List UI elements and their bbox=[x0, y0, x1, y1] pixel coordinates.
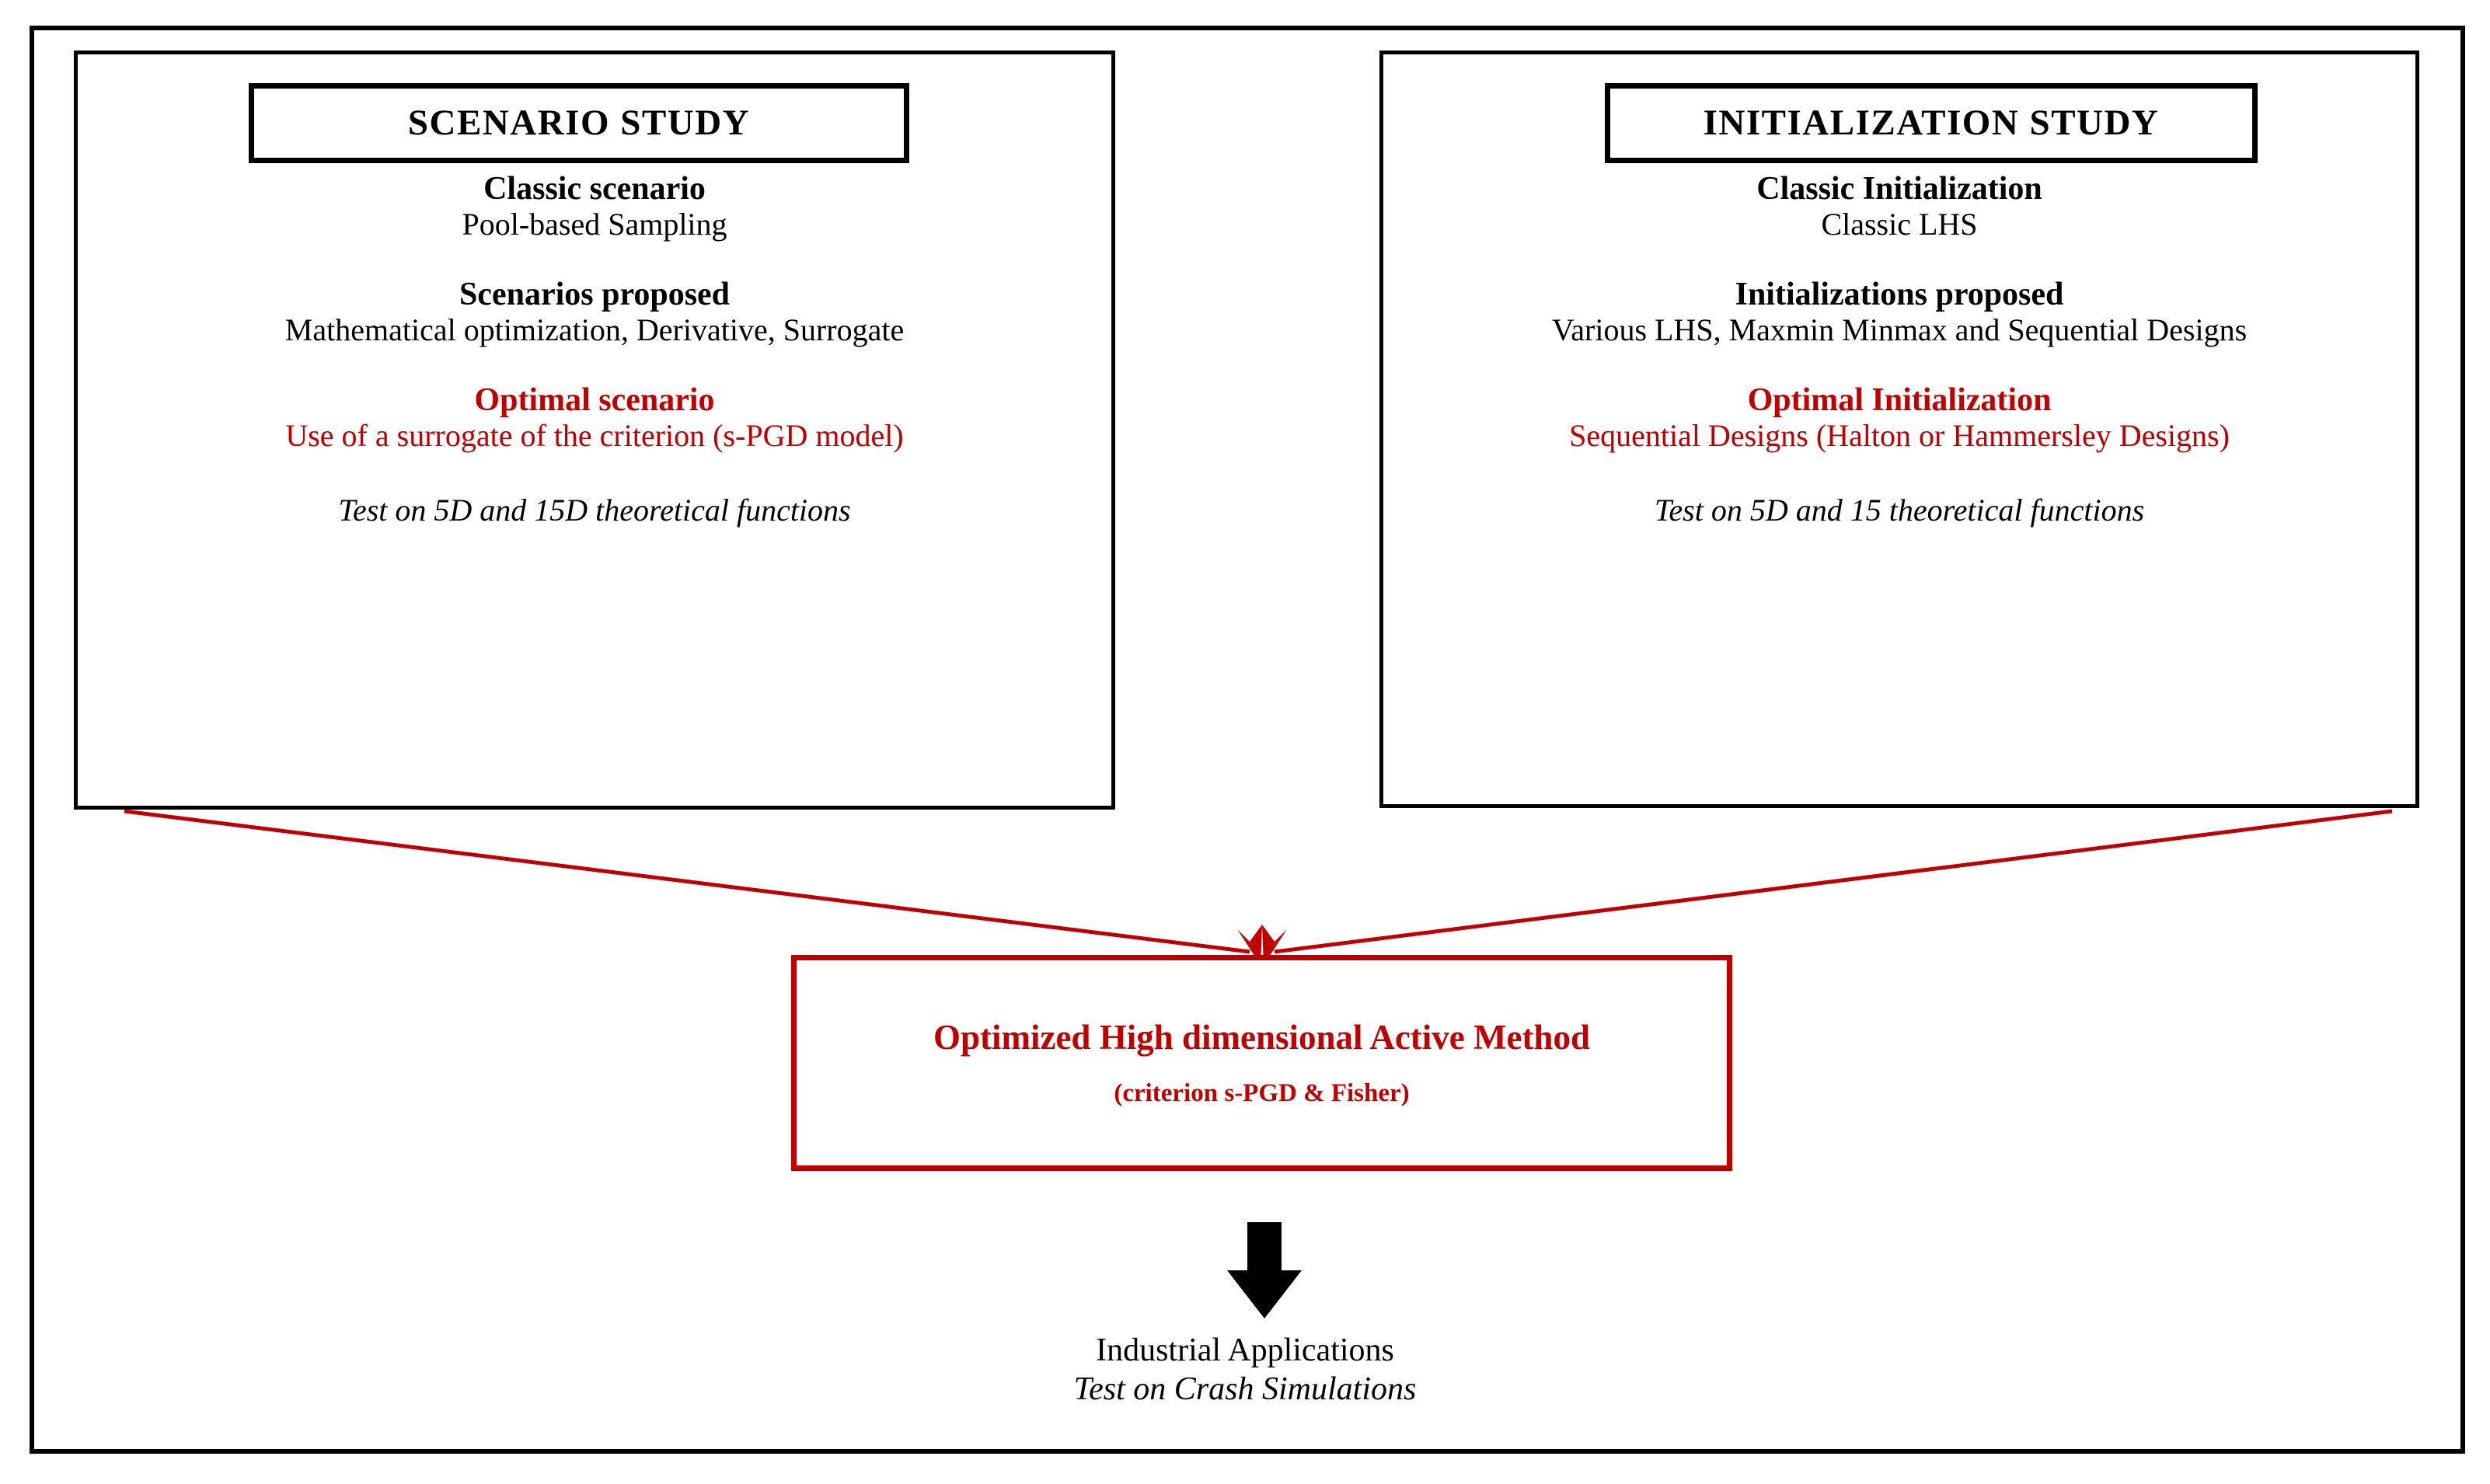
block-detail: Sequential Designs (Halton or Hammersley… bbox=[1569, 417, 2230, 453]
block-heading: Optimal scenario bbox=[474, 381, 715, 418]
block-classic-scenario: Classic scenario Pool-based Sampling bbox=[78, 171, 1111, 242]
outer-frame bbox=[30, 26, 2465, 1454]
block-classic-initialization: Classic Initialization Classic LHS bbox=[1383, 171, 2415, 242]
panel-body-initialization-study: Classic Initialization Classic LHS Initi… bbox=[1383, 171, 2415, 528]
block-scenarios-proposed: Scenarios proposed Mathematical optimiza… bbox=[78, 277, 1111, 348]
panel-title-box-scenario-study: SCENARIO STUDY bbox=[249, 83, 909, 163]
panel-title-scenario-study: SCENARIO STUDY bbox=[407, 103, 751, 143]
block-detail: Mathematical optimization, Derivative, S… bbox=[284, 312, 905, 347]
block-optimal-initialization: Optimal Initialization Sequential Design… bbox=[1383, 382, 2415, 454]
block-detail: Classic LHS bbox=[1821, 207, 1978, 242]
block-detail: Use of a surrogate of the criterion (s-P… bbox=[285, 417, 904, 453]
outcome-line-industrial-applications: Industrial Applications bbox=[1096, 1332, 1394, 1368]
block-heading: Initializations proposed bbox=[1735, 276, 2064, 312]
panel-body-scenario-study: Classic scenario Pool-based Sampling Sce… bbox=[78, 171, 1111, 528]
outcome-caption: Industrial Applications Test on Crash Si… bbox=[0, 1332, 2490, 1409]
panel-title-initialization-study: INITIALIZATION STUDY bbox=[1703, 103, 2160, 143]
block-optimal-scenario: Optimal scenario Use of a surrogate of t… bbox=[78, 382, 1111, 454]
block-heading: Optimal Initialization bbox=[1747, 381, 2052, 418]
block-detail: Pool-based Sampling bbox=[462, 207, 727, 242]
panel-title-box-initialization-study: INITIALIZATION STUDY bbox=[1605, 83, 2258, 163]
block-detail: Various LHS, Maxmin Minmax and Sequentia… bbox=[1551, 312, 2248, 347]
result-subtitle: (criterion s-PGD & Fisher) bbox=[1114, 1078, 1410, 1107]
panel-footnote-initialization-study: Test on 5D and 15 theoretical functions bbox=[1654, 493, 2145, 528]
outcome-line-crash-simulations: Test on Crash Simulations bbox=[1073, 1371, 1417, 1407]
panel-initialization-study: INITIALIZATION STUDY Classic Initializat… bbox=[1379, 51, 2419, 808]
block-heading: Scenarios proposed bbox=[459, 276, 731, 312]
block-initializations-proposed: Initializations proposed Various LHS, Ma… bbox=[1383, 277, 2415, 348]
panel-footnote-scenario-study: Test on 5D and 15D theoretical functions bbox=[338, 493, 851, 528]
arrow-down-icon bbox=[1227, 1222, 1302, 1319]
block-heading: Classic Initialization bbox=[1756, 171, 2042, 207]
block-heading: Classic scenario bbox=[483, 171, 706, 207]
result-box-optimized-method: Optimized High dimensional Active Method… bbox=[791, 955, 1732, 1171]
panel-scenario-study: SCENARIO STUDY Classic scenario Pool-bas… bbox=[74, 51, 1115, 810]
result-title: Optimized High dimensional Active Method bbox=[933, 1018, 1590, 1057]
